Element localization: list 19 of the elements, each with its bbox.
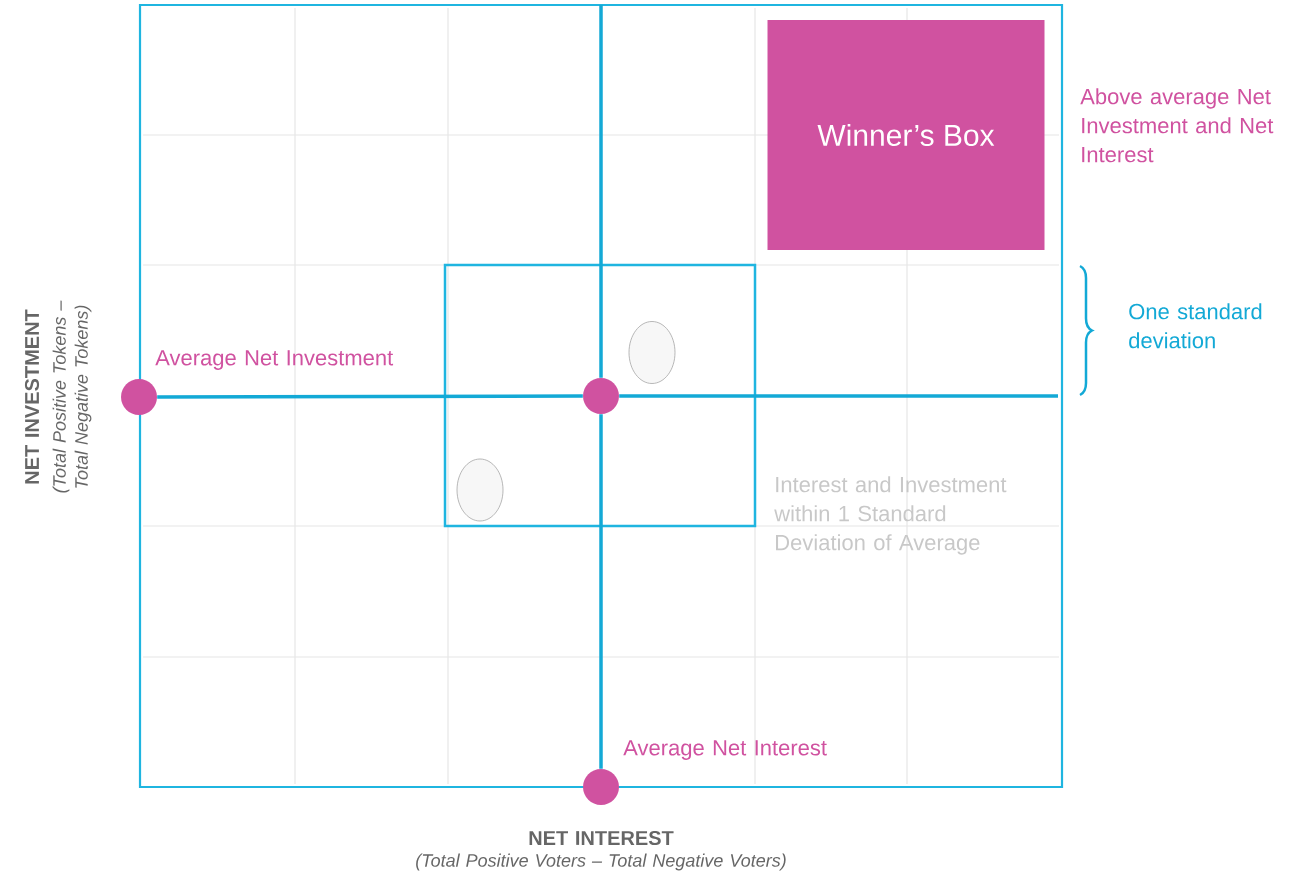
reference-line [619, 394, 1058, 398]
axis-subtitle: (Total Positive Voters – Total Negative Voters) [416, 853, 786, 871]
ellipse [456, 458, 504, 522]
point-dot [121, 379, 157, 415]
point-label: Average Net Investment [155, 350, 394, 370]
reference-line [599, 5, 603, 378]
point-label: Average Net Interest [623, 740, 827, 760]
axis-subtitle: (Total Positive Tokens – Total Negative Tokens) [52, 300, 92, 493]
annotation-text: Above average Net Investment and Net Interest [1080, 88, 1274, 163]
ellipse [628, 321, 676, 384]
winner-box: Winner’s Box [767, 20, 1045, 250]
axis-title: NET INTEREST [529, 830, 674, 846]
point-dot [583, 769, 619, 805]
reference-line [157, 394, 583, 399]
axis-title: NET INVESTMENT [24, 309, 40, 484]
reference-line [599, 414, 603, 769]
annotation-text: One standard deviation [1129, 303, 1262, 349]
point-dot [583, 378, 619, 414]
range-box [443, 263, 757, 528]
